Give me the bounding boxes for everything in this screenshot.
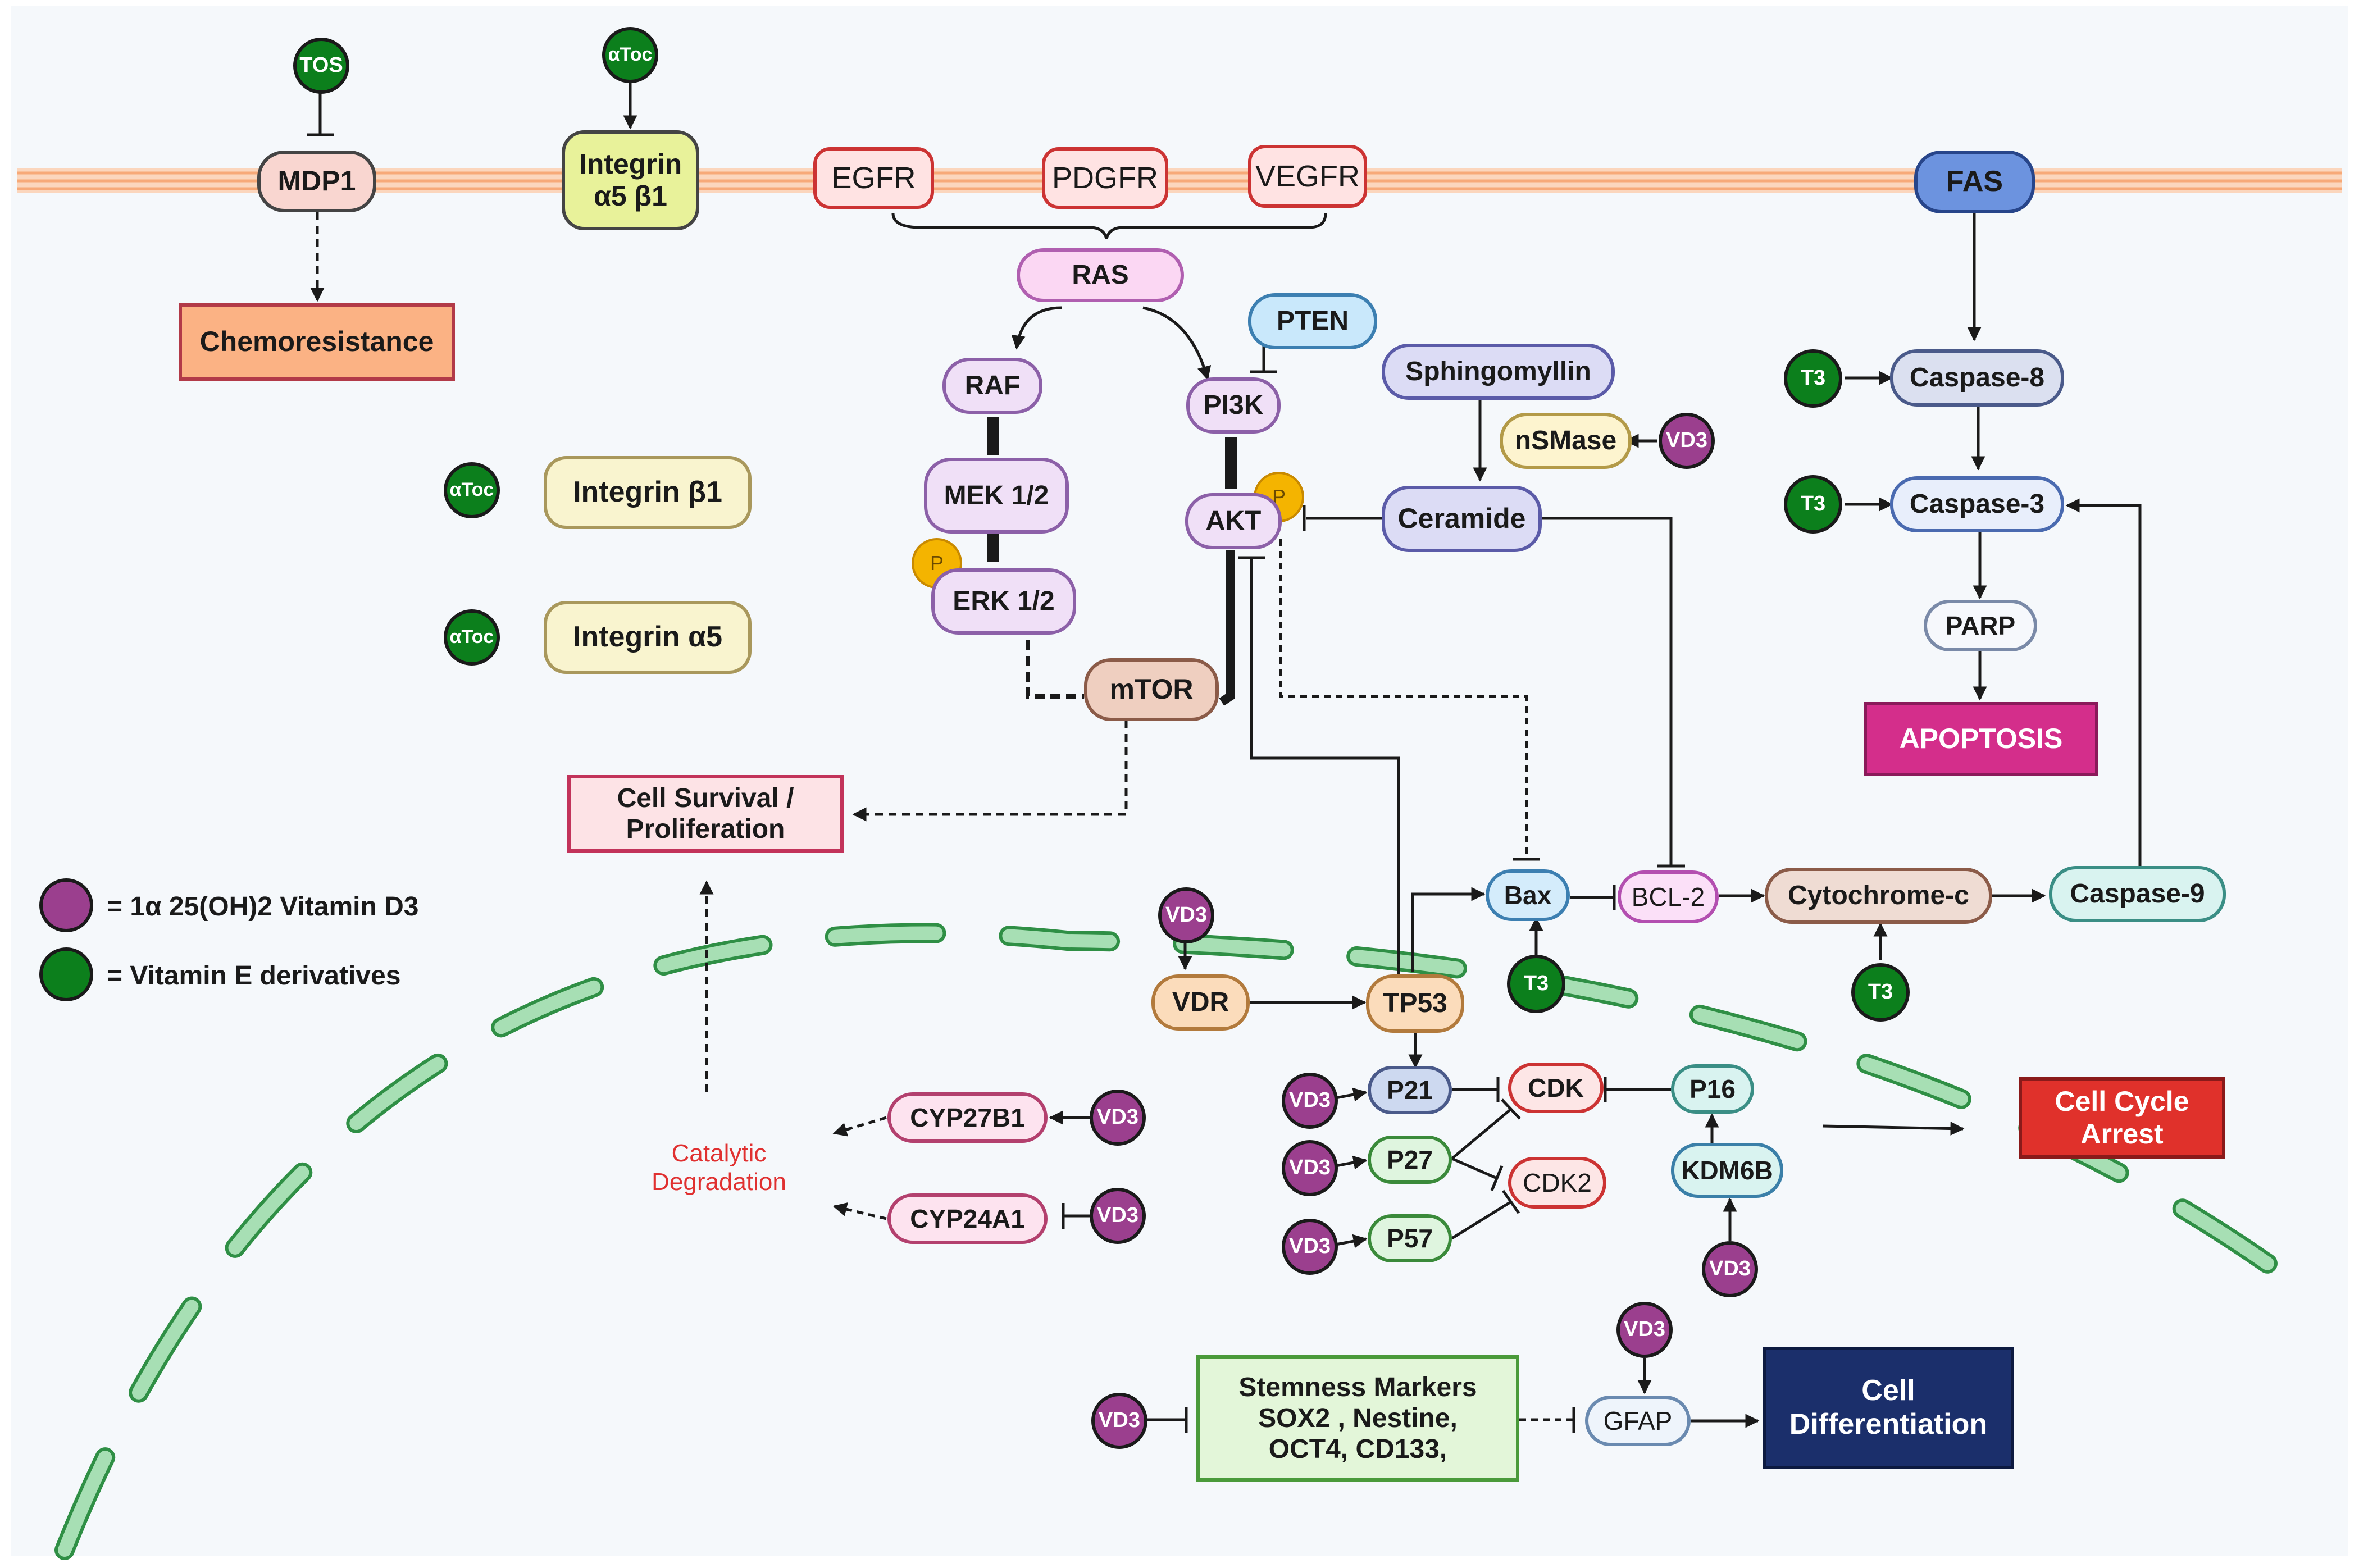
tp53-node: TP53 (1366, 974, 1464, 1033)
integrin-b1-node: Integrin β1 (544, 456, 752, 529)
vd3-marker-cyp24a1: VD3 (1090, 1188, 1146, 1244)
atoc-marker-integrin-b1: αToc (444, 462, 500, 518)
p27-node: P27 (1368, 1136, 1452, 1184)
vegfr-node: VEGFR (1248, 145, 1367, 208)
mtor-node: mTOR (1084, 658, 1219, 721)
vd3-marker-p27: VD3 (1282, 1140, 1338, 1196)
nuclear-envelope-inner (58, 926, 2321, 1557)
t3-marker-cytochrome: T3 (1851, 963, 1910, 1022)
cell-differentiation-node: Cell Differentiation (1763, 1347, 2014, 1469)
bcl2-node: BCL-2 (1618, 870, 1719, 923)
cdk-node: CDK (1508, 1063, 1604, 1113)
parp-node: PARP (1924, 600, 2037, 651)
legend: = 1α 25(OH)2 Vitamin D3 = Vitamin E deri… (39, 878, 419, 1001)
vdr-node: VDR (1151, 974, 1250, 1031)
vd3-marker-cyp27b1: VD3 (1090, 1090, 1146, 1146)
t3-marker-caspase8: T3 (1784, 349, 1842, 408)
vd3-marker-gfap: VD3 (1616, 1302, 1673, 1358)
legend-ve-label: = Vitamin E derivatives (107, 961, 400, 991)
ceramide-node: Ceramide (1382, 486, 1542, 552)
integrin-a5b1-node: Integrin α5 β1 (562, 130, 699, 230)
vd3-marker-stemness: VD3 (1091, 1393, 1147, 1449)
gfap-node: GFAP (1585, 1396, 1691, 1446)
cell-cycle-arrest-node: Cell Cycle Arrest (2019, 1077, 2225, 1159)
p57-node: P57 (1368, 1214, 1452, 1262)
connectors (307, 80, 2142, 1433)
apoptosis-node: APOPTOSIS (1864, 702, 2098, 776)
akt-node: AKT (1185, 493, 1282, 549)
cyp24a1-node: CYP24A1 (887, 1193, 1048, 1244)
mdp1-node: MDP1 (257, 151, 376, 212)
t3-marker-caspase3: T3 (1784, 475, 1842, 534)
chemoresistance-node: Chemoresistance (179, 303, 455, 381)
p21-node: P21 (1368, 1066, 1452, 1114)
cell-survival-node: Cell Survival / Proliferation (567, 775, 844, 853)
integrin-a5-node: Integrin α5 (544, 601, 752, 674)
atoc-marker-integrin-a5: αToc (444, 609, 500, 666)
nsmase-node: nSMase (1500, 413, 1632, 469)
pi3k-node: PI3K (1186, 377, 1281, 434)
fas-node: FAS (1914, 151, 2035, 213)
raf-node: RAF (942, 358, 1042, 414)
caspase8-node: Caspase-8 (1890, 349, 2064, 407)
erk-node: ERK 1/2 (931, 568, 1076, 635)
pdgfr-node: PDGFR (1042, 147, 1168, 209)
catalytic-degradation-label: Catalytic Degradation (652, 1139, 786, 1196)
kdm6b-node: KDM6B (1671, 1143, 1783, 1198)
egfr-node: EGFR (813, 147, 934, 209)
atoc-marker-integrin-a5b1: αToc (602, 27, 658, 83)
pten-node: PTEN (1248, 293, 1377, 349)
legend-vd3-label: = 1α 25(OH)2 Vitamin D3 (107, 892, 419, 922)
p16-node: P16 (1671, 1064, 1754, 1114)
caspase3-node: Caspase-3 (1890, 476, 2064, 532)
cyp27b1-node: CYP27B1 (887, 1092, 1048, 1143)
bax-node: Bax (1486, 869, 1570, 921)
stemness-markers-node: Stemness Markers SOX2 , Nestine, OCT4, C… (1196, 1355, 1519, 1482)
ras-node: RAS (1017, 248, 1184, 302)
vd3-marker-kdm6b: VD3 (1702, 1241, 1758, 1297)
sphingomyelin-node: Sphingomyllin (1382, 344, 1615, 400)
caspase9-node: Caspase-9 (2049, 866, 2226, 922)
tos-marker: TOS (293, 38, 349, 94)
cytochrome-c-node: Cytochrome-c (1765, 868, 1992, 924)
vd3-marker-p21: VD3 (1282, 1073, 1338, 1129)
vd3-marker-p57: VD3 (1282, 1219, 1338, 1275)
legend-ve-swatch (39, 947, 93, 1001)
background-panel (11, 6, 2348, 1556)
cdk2-node: CDK2 (1508, 1157, 1606, 1209)
vd3-marker-vdr: VD3 (1158, 887, 1214, 943)
t3-marker-bax: T3 (1507, 955, 1565, 1013)
legend-vd3-swatch (39, 878, 93, 932)
mek-node: MEK 1/2 (924, 458, 1069, 534)
vd3-marker-nsmase: VD3 (1659, 413, 1715, 469)
